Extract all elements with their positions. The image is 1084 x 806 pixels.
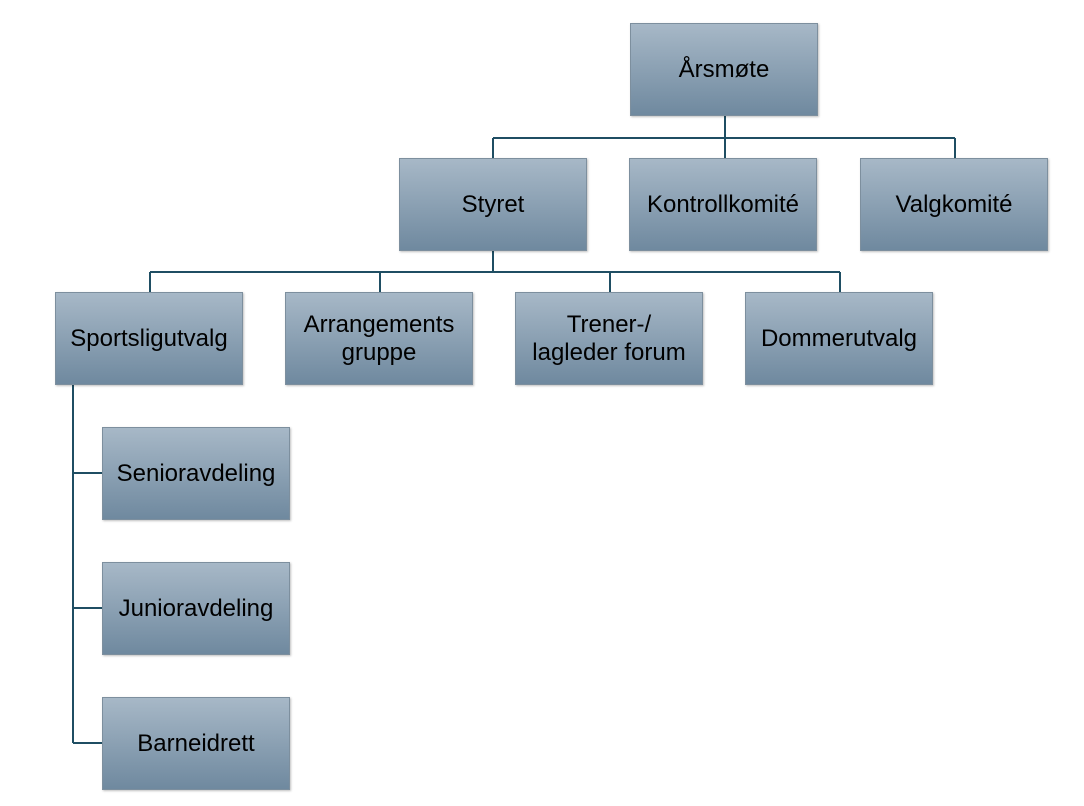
node-sportsligutvalg: Sportsligutvalg xyxy=(55,292,243,385)
node-junioravdeling: Junioravdeling xyxy=(102,562,290,655)
node-senioravdeling: Senioravdeling xyxy=(102,427,290,520)
node-barneidrett: Barneidrett xyxy=(102,697,290,790)
node-arrangementsgruppe: Arrangements gruppe xyxy=(285,292,473,385)
node-styret: Styret xyxy=(399,158,587,251)
node-trener-lagleder-forum: Trener-/ lagleder forum xyxy=(515,292,703,385)
node-valgkomite: Valgkomité xyxy=(860,158,1048,251)
node-arsmote: Årsmøte xyxy=(630,23,818,116)
node-kontrollkomite: Kontrollkomité xyxy=(629,158,817,251)
node-dommerutvalg: Dommerutvalg xyxy=(745,292,933,385)
